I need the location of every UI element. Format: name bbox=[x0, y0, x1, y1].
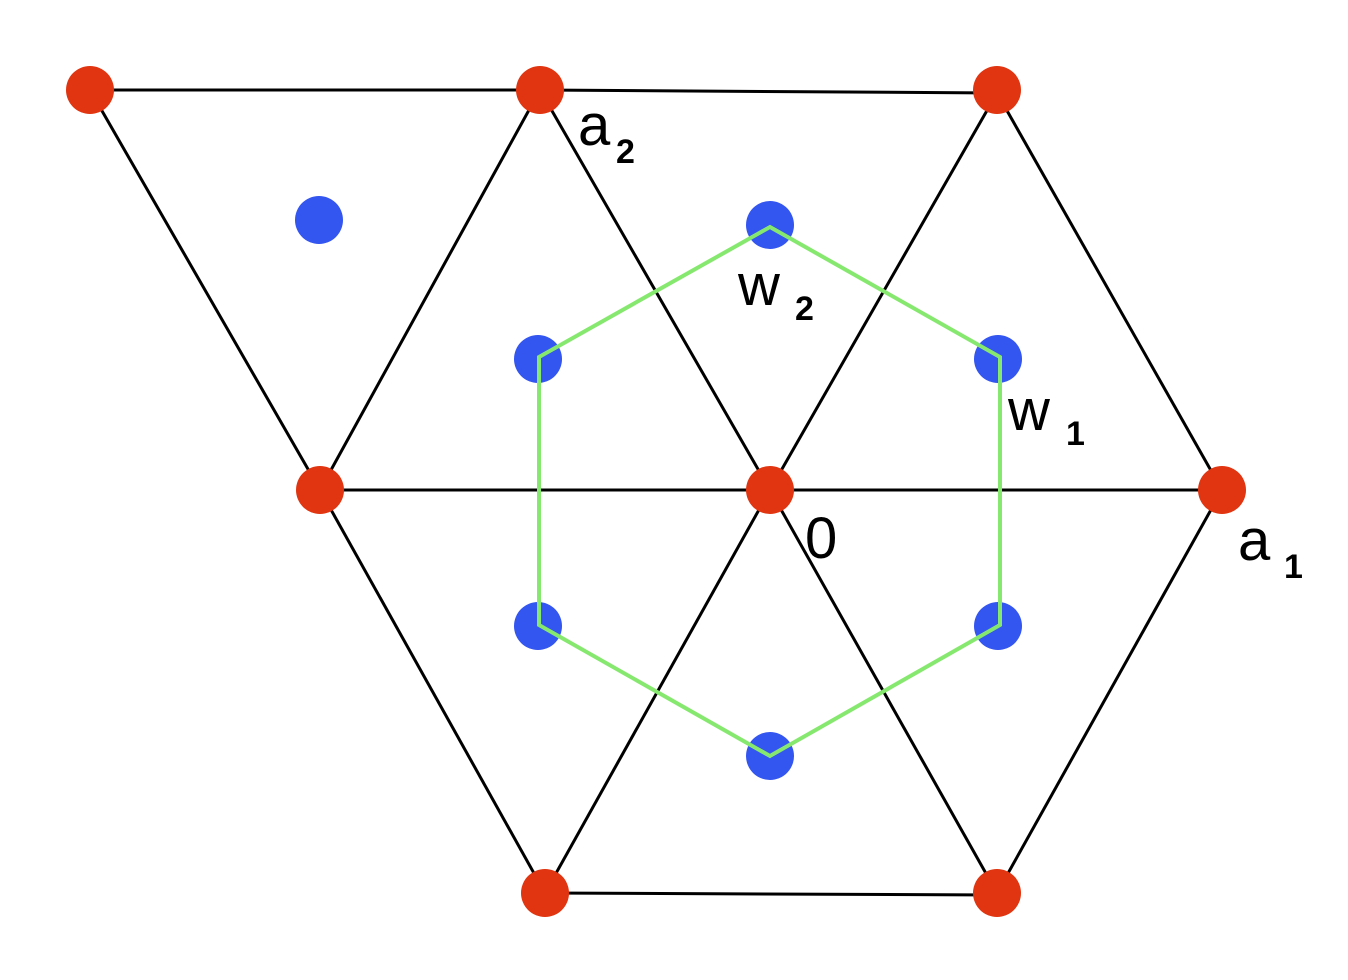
label-w1: w 1 bbox=[1007, 378, 1085, 453]
lattice-points bbox=[66, 66, 1246, 917]
label-a2: a 2 bbox=[578, 93, 635, 171]
lattice-point bbox=[973, 869, 1021, 917]
label-origin: 0 bbox=[805, 506, 837, 571]
label-w2-sub: 2 bbox=[795, 290, 814, 328]
label-a1-sub: 1 bbox=[1284, 548, 1303, 586]
lattice-point bbox=[973, 66, 1021, 114]
lattice-point bbox=[1198, 466, 1246, 514]
label-a1: a 1 bbox=[1238, 508, 1303, 586]
lattice-point bbox=[516, 66, 564, 114]
label-w2: w 2 bbox=[737, 253, 814, 328]
edge bbox=[544, 891, 998, 897]
label-w1-sub: 1 bbox=[1066, 415, 1085, 453]
edge bbox=[995, 92, 1224, 491]
lattice-edges bbox=[88, 88, 1224, 897]
label-a2-main: a bbox=[578, 93, 611, 158]
edge bbox=[995, 489, 1224, 894]
edge bbox=[318, 89, 542, 491]
edge bbox=[88, 89, 322, 491]
lattice-point bbox=[66, 66, 114, 114]
lattice-point bbox=[296, 466, 344, 514]
label-w2-main: w bbox=[737, 253, 781, 318]
label-origin-main: 0 bbox=[805, 506, 837, 571]
lattice-point-origin bbox=[746, 466, 794, 514]
label-w1-main: w bbox=[1007, 378, 1051, 443]
green-hexagon bbox=[537, 224, 1002, 759]
edge bbox=[539, 88, 998, 95]
lattice-point bbox=[521, 869, 569, 917]
label-a1-main: a bbox=[1238, 508, 1271, 573]
edge bbox=[318, 489, 547, 894]
weight-point bbox=[295, 196, 343, 244]
label-a2-sub: 2 bbox=[616, 133, 635, 171]
